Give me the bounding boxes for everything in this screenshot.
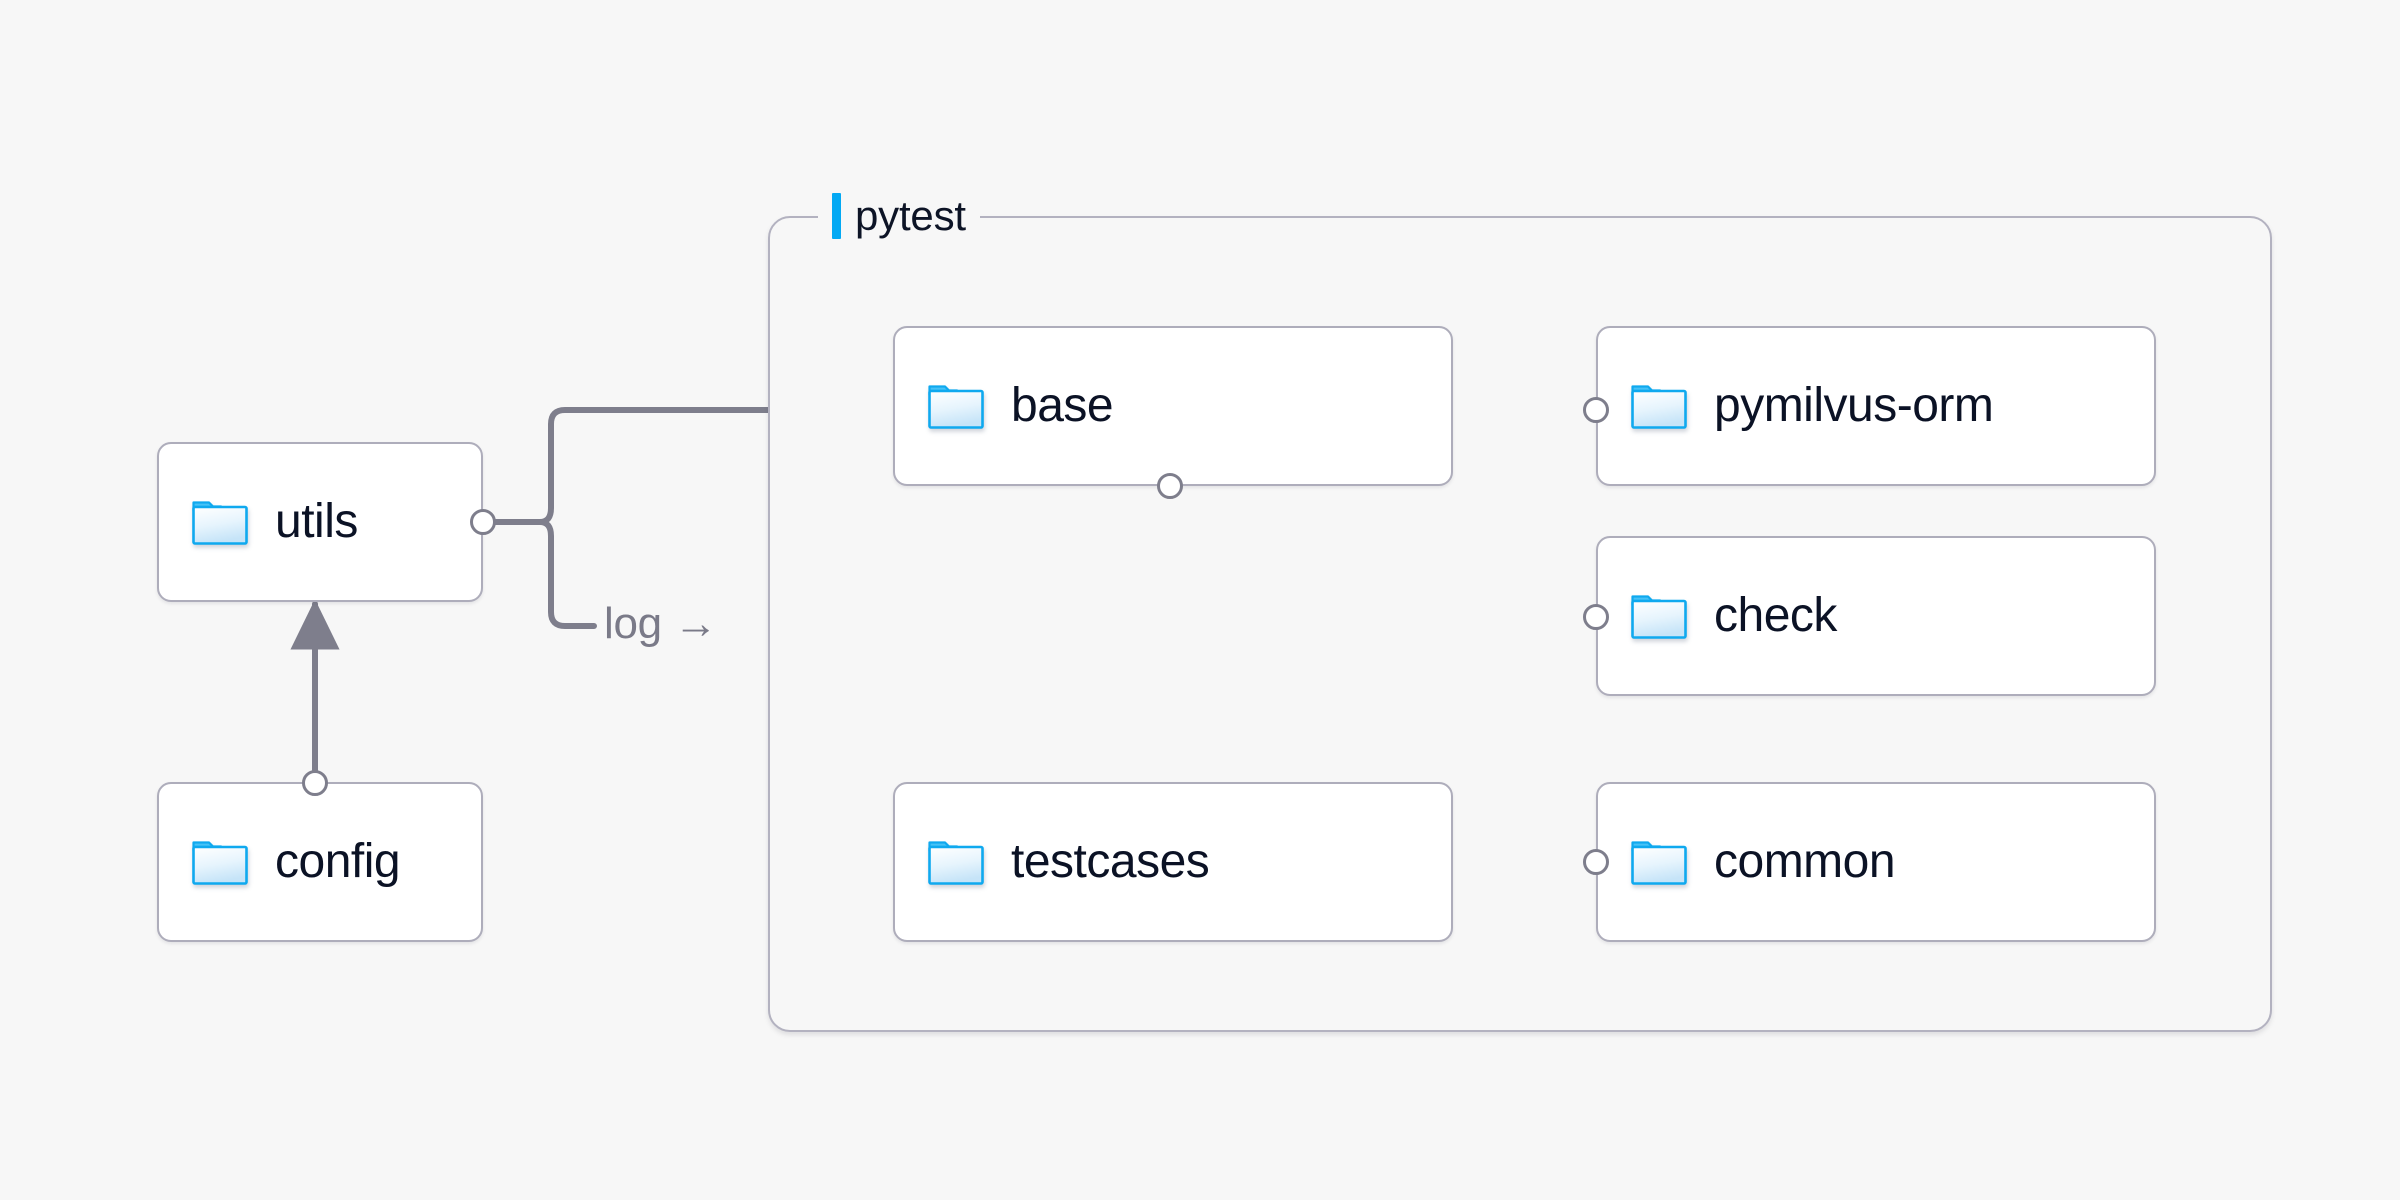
port-pymilvus-orm-left[interactable] xyxy=(1583,397,1609,423)
node-check[interactable]: check xyxy=(1596,536,2156,696)
folder-icon xyxy=(1631,841,1687,885)
port-config-top[interactable] xyxy=(302,770,328,796)
node-base-label: base xyxy=(1011,379,1114,432)
edge-label-log: log → xyxy=(604,599,718,648)
port-common-left[interactable] xyxy=(1583,849,1609,875)
folder-icon xyxy=(192,841,248,885)
node-pymilvus-orm[interactable]: pymilvus-orm xyxy=(1596,326,2156,486)
node-common[interactable]: common xyxy=(1596,782,2156,942)
pytest-group-label-text: pytest xyxy=(855,192,966,239)
node-testcases[interactable]: testcases xyxy=(893,782,1453,942)
port-check-left[interactable] xyxy=(1583,604,1609,630)
folder-icon xyxy=(928,841,984,885)
port-base-bottom[interactable] xyxy=(1157,473,1183,499)
node-testcases-label: testcases xyxy=(1011,835,1210,888)
node-common-label: common xyxy=(1714,835,1896,888)
node-utils-label: utils xyxy=(275,495,358,548)
accent-bar-icon xyxy=(832,193,841,239)
folder-icon xyxy=(192,501,248,545)
wire-utils-to-log xyxy=(526,519,597,629)
node-pymilvus-orm-label: pymilvus-orm xyxy=(1714,379,1994,432)
node-config-label: config xyxy=(275,835,401,888)
folder-icon xyxy=(928,385,984,429)
pytest-group-label: pytest xyxy=(818,188,980,244)
folder-icon xyxy=(1631,595,1687,639)
node-check-label: check xyxy=(1714,589,1837,642)
port-utils-right[interactable] xyxy=(470,509,496,535)
node-config[interactable]: config xyxy=(157,782,483,942)
node-base[interactable]: base xyxy=(893,326,1453,486)
folder-icon xyxy=(1631,385,1687,429)
node-utils[interactable]: utils xyxy=(157,442,483,602)
